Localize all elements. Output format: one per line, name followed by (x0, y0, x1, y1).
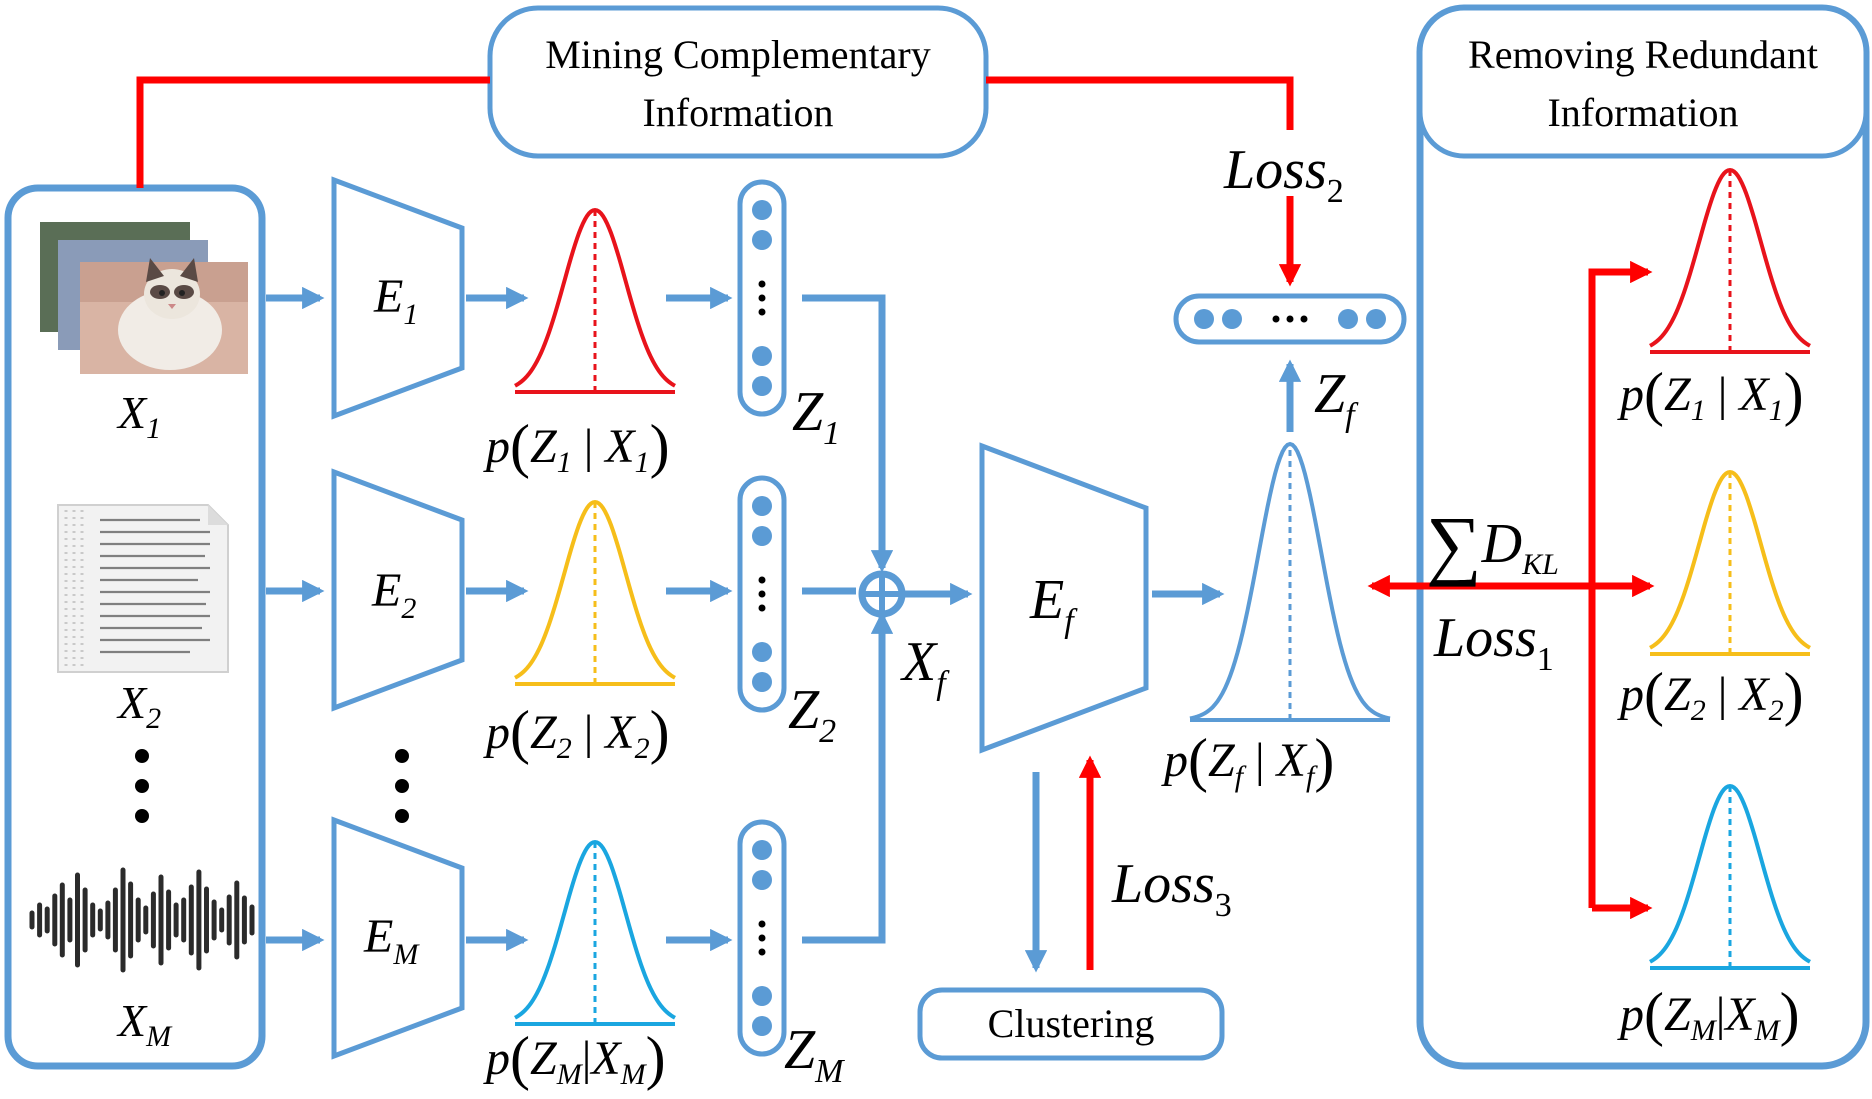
encoder-e1-label: E1 (373, 270, 418, 331)
loss1-label: Loss1 (1433, 607, 1554, 678)
input-panel (4, 184, 266, 1070)
latent-z2-label: Z2 (788, 679, 836, 750)
fused-input-xf-label: Xf (900, 631, 950, 702)
clustering-box: Clustering (917, 987, 1225, 1061)
clustering-label: Clustering (988, 1001, 1155, 1046)
distribution-curves (514, 167, 1811, 1026)
right-posterior-2-label: p(Z2 | X2) (1617, 661, 1804, 727)
red-connector-mining (136, 76, 490, 188)
latent-zm-pill (737, 819, 787, 1057)
removing-box-line1: Removing Redundant (1468, 32, 1818, 77)
dkl-label: ∑DKL (1426, 500, 1559, 587)
right-posterior-2-curve (1649, 469, 1811, 656)
fusion-node (858, 570, 906, 618)
mining-box-line2: Information (642, 90, 833, 135)
right-posterior-m-curve (1649, 783, 1811, 970)
posterior-m-label: p(ZM|XM) (483, 1025, 666, 1091)
fusion-encoder-ef: Ef (979, 442, 1149, 754)
removing-box-line2: Information (1547, 90, 1738, 135)
encoder-em: EM (331, 816, 465, 1060)
encoder-vertical-ellipsis (395, 749, 409, 823)
fused-latent-zf-label: Zf (1314, 363, 1359, 434)
encoder-e2: E2 (331, 468, 465, 712)
mining-box-line1: Mining Complementary (545, 32, 931, 77)
latent-z1-pill (737, 179, 787, 417)
encoder-e1: E1 (331, 176, 465, 420)
posterior-m-curve (514, 839, 676, 1026)
latent-z2-pill (737, 475, 787, 713)
encoder-em-label: EM (363, 910, 420, 971)
input-xm-label: XM (116, 995, 173, 1053)
document-icon (57, 504, 229, 673)
posterior-labels-left: p(Z1 | X1) p(Z2 | X2) p(ZM|XM) (483, 413, 670, 1091)
removing-redundant-panel: Removing Redundant Information (1416, 4, 1870, 1070)
posterior-2-label: p(Z2 | X2) (483, 699, 670, 765)
mining-complementary-box: Mining Complementary Information (487, 5, 989, 159)
red-connector-loss2 (986, 76, 1294, 130)
posterior-labels-right: p(Z1 | X1) p(Z2 | X2) p(ZM|XM) (1617, 361, 1804, 1047)
latent-zm-label: ZM (784, 1019, 845, 1090)
posterior-2-curve (514, 499, 676, 686)
right-posterior-1-curve (1649, 167, 1811, 354)
connector-z1-fusion (802, 294, 894, 573)
kl-arrow-to-p1 (1588, 260, 1653, 908)
connector-zm-fusion (802, 611, 894, 944)
input-x1-label: X1 (116, 387, 161, 445)
loss3-label: Loss3 (1111, 853, 1232, 924)
loss2-label: Loss2 (1223, 139, 1344, 210)
input-x2-label: X2 (116, 677, 161, 735)
image-stack-icon (40, 222, 248, 374)
fused-posterior-label: p(Zf | Xf) (1161, 727, 1334, 793)
right-posterior-m-label: p(ZM|XM) (1617, 981, 1800, 1047)
right-posterior-1-label: p(Z1 | X1) (1617, 361, 1804, 427)
posterior-1-curve (514, 207, 676, 394)
waveform-icon (29, 867, 255, 973)
fused-posterior-curve (1189, 441, 1391, 722)
encoder-e2-label: E2 (371, 564, 416, 625)
fused-latent-vector (1173, 293, 1407, 345)
latent-z1-label: Z1 (792, 381, 840, 452)
posterior-1-label: p(Z1 | X1) (483, 413, 670, 479)
input-ellipsis (135, 749, 149, 823)
latent-vectors (737, 179, 787, 1057)
